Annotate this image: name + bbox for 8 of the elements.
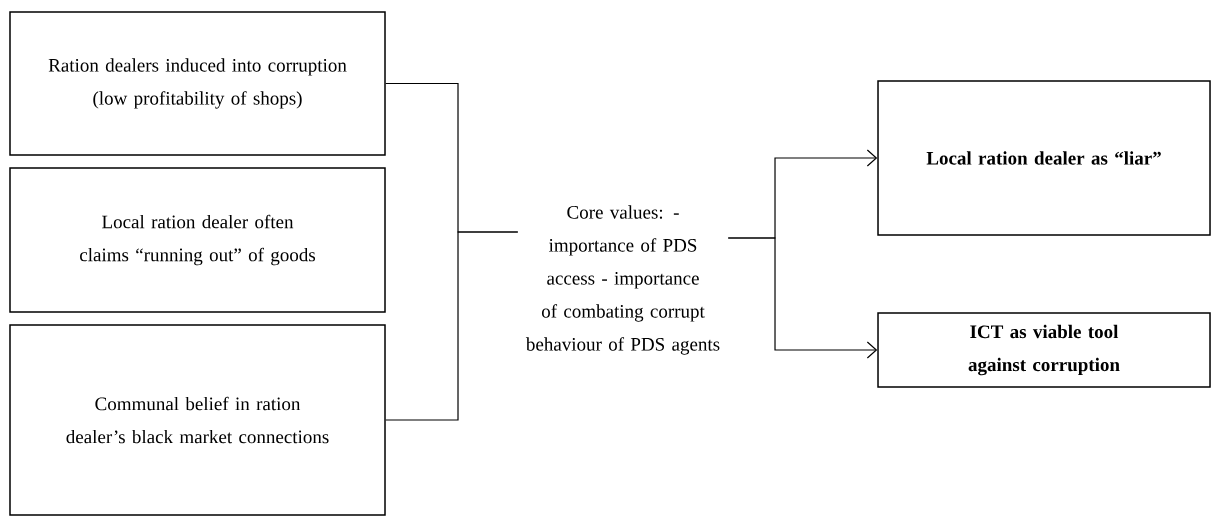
connector [727,237,878,359]
connector [385,231,519,421]
cause-box: Local ration dealer often claims “running out” of goods [9,167,386,313]
cause-box: Communal belief in ration dealer’s black market connections [9,324,386,516]
cause-box: Ration dealers induced into corruption (low profitability of shops) [9,11,386,156]
outcome-box: Local ration dealer as “liar” [877,80,1211,236]
outcome-box: ICT as viable tool against corruption [877,312,1211,388]
core-values-text: Core values: - importance of PDS access - importance of combating corrupt behaviour of PDS agents [525,205,720,355]
